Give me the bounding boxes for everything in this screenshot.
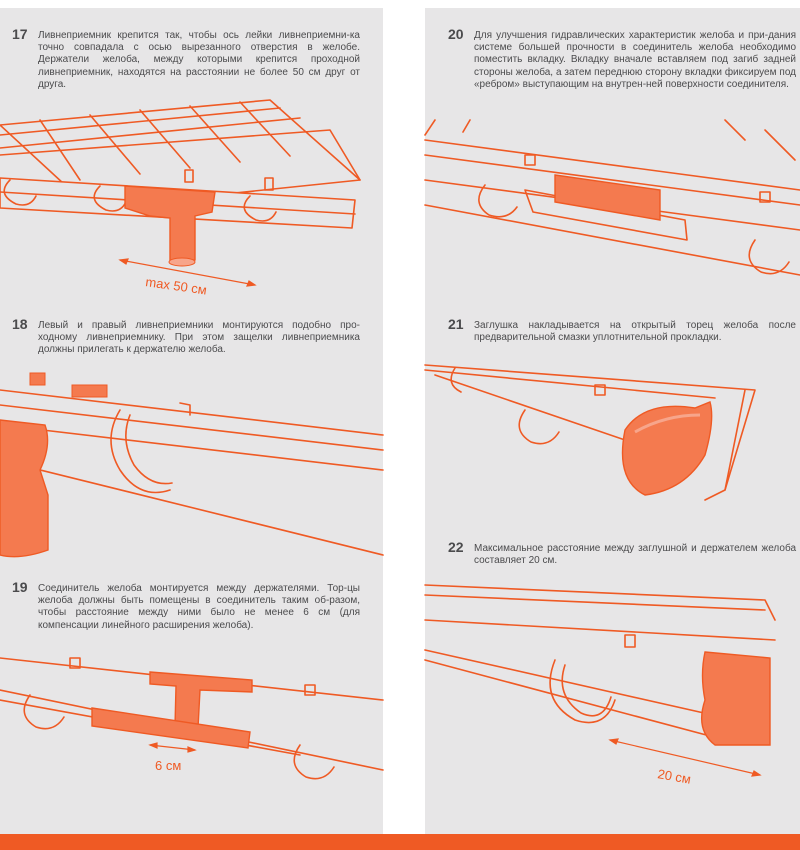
step-text: Ливнеприемник крепится так, чтобы ось ле… xyxy=(38,30,360,90)
step-21: 21 Заглушка накладывается на открытый то… xyxy=(448,316,796,344)
gutter-hook xyxy=(3,179,37,206)
gutter xyxy=(434,374,626,441)
step-22: 22 Максимальное расстояние между заглушн… xyxy=(448,539,796,567)
gutter-hook xyxy=(243,195,277,222)
step-text: Для улучшения гидравлических характерист… xyxy=(474,30,796,90)
illustration-cap-distance: 20 см xyxy=(424,584,776,787)
step-number: 18 xyxy=(12,316,28,332)
gutter xyxy=(424,619,776,641)
end-cap-shape xyxy=(621,401,713,496)
step-text: Левый и правый ливнеприемники монтируютс… xyxy=(38,320,360,356)
step-text: Заглушка накладывается на открытый торец… xyxy=(474,320,796,344)
end-outlet-shape xyxy=(0,419,49,558)
illustration-end-cap xyxy=(424,364,756,501)
step-19: 19 Соединитель желоба монтируется между … xyxy=(12,579,360,632)
illustration-outlet-install: max 50 см xyxy=(0,99,361,298)
clip-part xyxy=(71,384,108,398)
hook-clip xyxy=(264,177,274,191)
end-cap-shape xyxy=(701,651,771,746)
gutter-hook xyxy=(23,694,65,730)
gutter-hook xyxy=(478,184,518,218)
step-17: 17 Ливнеприемник крепится так, чтобы ось… xyxy=(12,26,360,91)
step-number: 22 xyxy=(448,539,464,555)
bottom-accent-bar xyxy=(0,834,800,850)
clip-part xyxy=(29,372,46,386)
gutter-hook xyxy=(293,744,335,780)
dimension-max-50 xyxy=(118,258,257,287)
step-number: 17 xyxy=(12,26,28,42)
gutter-hook xyxy=(518,409,560,445)
dimension-20cm xyxy=(608,738,762,777)
hook-clip xyxy=(184,169,194,183)
step-18: 18 Левый и правый ливнеприемники монтиру… xyxy=(12,316,360,357)
insert-shape xyxy=(554,174,661,221)
illustration-end-outlet xyxy=(0,372,384,558)
dimension-label: 6 см xyxy=(155,758,181,773)
illustration-connector: 6 см xyxy=(0,657,384,780)
dimension-6cm xyxy=(148,742,197,753)
dimension-label: max 50 см xyxy=(145,274,208,297)
gutter-hook xyxy=(110,409,171,494)
gutter-hook xyxy=(748,239,790,275)
gutter-edge xyxy=(0,389,384,436)
dimension-label: 20 см xyxy=(656,766,692,787)
gutter-outlet-shape xyxy=(124,185,216,267)
step-number: 20 xyxy=(448,26,464,42)
gutter-hook xyxy=(549,659,616,724)
step-text: Соединитель желоба монтируется между дер… xyxy=(38,583,360,631)
gutter-bottom xyxy=(0,459,384,556)
step-text: Максимальное расстояние между заглушной … xyxy=(474,543,796,567)
gutter-hook xyxy=(93,185,127,212)
step-20: 20 Для улучшения гидравлических характер… xyxy=(448,26,796,91)
step-number: 21 xyxy=(448,316,464,332)
step-number: 19 xyxy=(12,579,28,595)
illustration-connector-insert xyxy=(424,119,800,276)
